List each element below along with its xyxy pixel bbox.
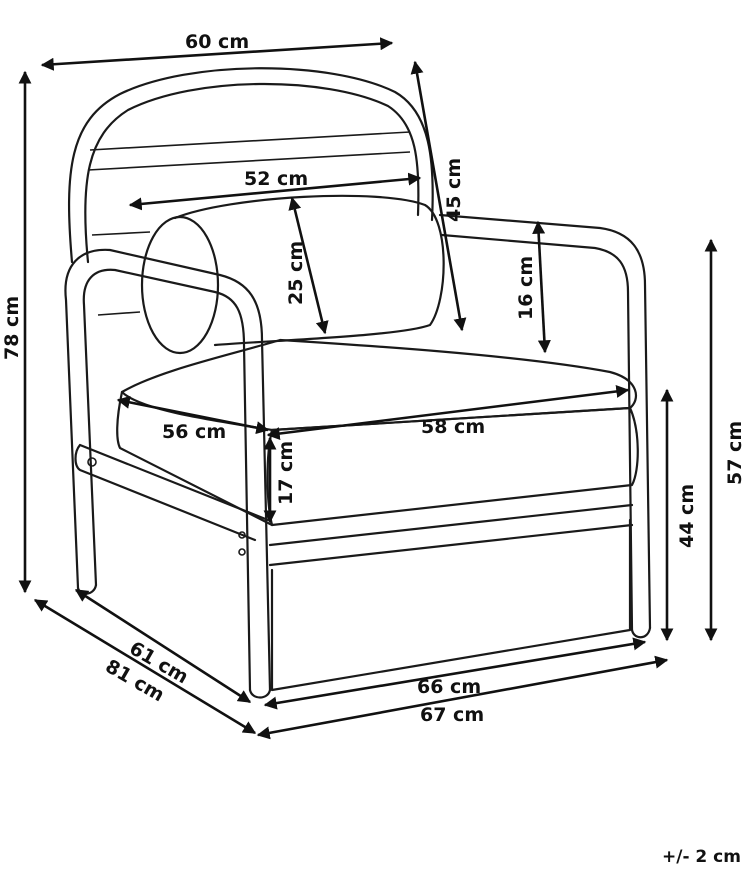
left-arm-inner xyxy=(82,268,252,692)
right-arm-inner xyxy=(440,233,634,632)
leg-bolt-1 xyxy=(238,531,246,539)
front-leg-foot xyxy=(248,688,272,699)
seat-cushion-side xyxy=(116,390,274,527)
back-slat-low xyxy=(91,231,151,236)
label-cushion-height: 25 cm xyxy=(285,241,307,305)
dim-line-seat-width xyxy=(266,385,630,440)
back-slat-mid xyxy=(87,151,411,171)
bolster-end xyxy=(140,215,220,355)
dim-line-depth-outer xyxy=(33,598,257,735)
dim-line-cushion-height xyxy=(288,196,329,335)
armchair-drawing xyxy=(64,67,652,699)
label-armrest-height: 16 cm xyxy=(515,256,537,320)
label-width-inner: 66 cm xyxy=(417,676,481,698)
label-backrest-width: 52 cm xyxy=(244,168,308,190)
dim-line-backrest-depth xyxy=(410,60,467,332)
leg-bolt-2 xyxy=(238,548,246,556)
label-total-height: 78 cm xyxy=(1,296,23,360)
dimension-lines xyxy=(18,37,718,740)
dim-line-width-outer xyxy=(256,655,669,740)
dim-line-seat-depth xyxy=(116,395,270,435)
label-seat-thickness: 17 cm xyxy=(275,441,297,505)
label-seat-height: 57 cm xyxy=(724,421,746,485)
label-seat-width: 58 cm xyxy=(421,416,485,438)
right-leg-foot xyxy=(630,626,652,639)
rail-bolt xyxy=(87,457,97,467)
right-arm-outer xyxy=(438,213,652,630)
label-backrest-depth: 45 cm xyxy=(443,158,465,222)
dim-line-armrest-height xyxy=(532,220,551,354)
left-arm-outer xyxy=(64,248,272,692)
label-tolerance: +/- 2 cm xyxy=(662,847,741,867)
back-slat-low2 xyxy=(97,311,141,316)
back-slat-top xyxy=(89,131,411,151)
label-width-top: 60 cm xyxy=(185,31,249,53)
side-rail xyxy=(74,443,270,542)
label-seat-depth: 56 cm xyxy=(162,421,226,443)
dimension-labels: 60 cm 52 cm 45 cm 25 cm 16 cm 78 cm 57 c… xyxy=(1,31,746,867)
dim-line-width-top xyxy=(40,37,394,71)
front-rail xyxy=(268,503,634,567)
label-leg-height: 44 cm xyxy=(676,484,698,548)
label-width-outer: 67 cm xyxy=(420,704,484,726)
dim-line-backrest-width xyxy=(128,172,422,211)
